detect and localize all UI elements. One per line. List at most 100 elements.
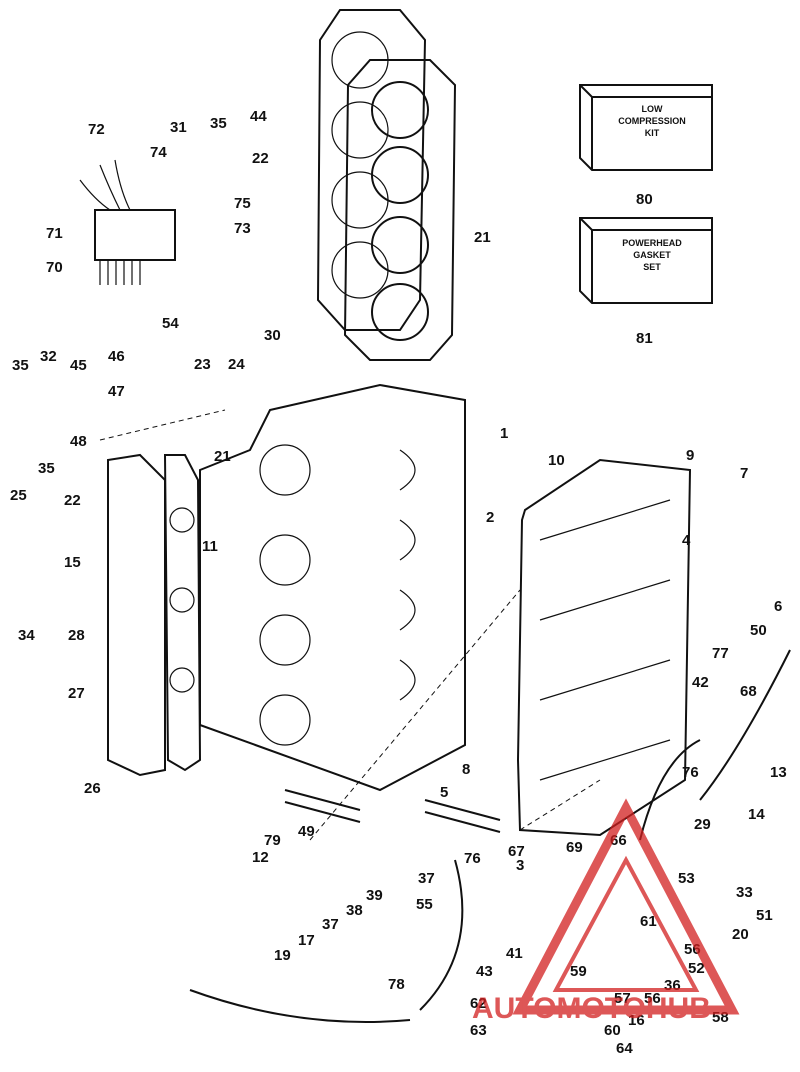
low-compression-kit-box: LOW COMPRESSION KIT xyxy=(579,84,713,171)
part-label: 35 xyxy=(38,460,55,477)
power-pack-module xyxy=(79,159,176,285)
part-label: 76 xyxy=(682,764,699,781)
part-label: 50 xyxy=(750,622,767,639)
part-label: 28 xyxy=(68,627,85,644)
part-label: 37 xyxy=(322,916,339,933)
part-label: 6 xyxy=(774,598,782,615)
part-label: 77 xyxy=(712,645,729,662)
kit-box-line: COMPRESSION xyxy=(618,116,686,126)
crankcase xyxy=(516,458,692,837)
part-label: 43 xyxy=(476,963,493,980)
part-label: 76 xyxy=(464,850,481,867)
part-label: 31 xyxy=(170,119,187,136)
part-label: 21 xyxy=(214,448,231,465)
part-label: 22 xyxy=(252,150,269,167)
part-label: 44 xyxy=(250,108,267,125)
part-label: 5 xyxy=(440,784,448,801)
part-label: 8 xyxy=(462,761,470,778)
part-label: 23 xyxy=(194,356,211,373)
part-label: 4 xyxy=(682,532,691,549)
part-label: 64 xyxy=(616,1040,633,1057)
part-label: 25 xyxy=(10,487,27,504)
part-label: 60 xyxy=(604,1022,621,1039)
part-label: 62 xyxy=(470,995,487,1012)
part-label: 49 xyxy=(298,823,315,840)
part-label: 30 xyxy=(264,327,281,344)
part-label: 73 xyxy=(234,220,251,237)
kit-box-line: LOW xyxy=(642,104,663,114)
part-label: 55 xyxy=(416,896,433,913)
part-label: 79 xyxy=(264,832,281,849)
kit-box-line: SET xyxy=(643,262,661,272)
part-label: 21 xyxy=(474,229,491,246)
part-label: 42 xyxy=(692,674,709,691)
part-label: 35 xyxy=(12,357,29,374)
side-gasket xyxy=(163,454,202,772)
part-label: 11 xyxy=(202,538,218,555)
part-label: 41 xyxy=(506,945,523,962)
part-labels: 1 2 3 4 5 6 7 8 9 10 11 12 13 14 15 16 1… xyxy=(10,108,787,1057)
part-label: 9 xyxy=(686,447,694,464)
part-label: 57 xyxy=(614,990,631,1007)
part-label: 80 xyxy=(636,191,653,208)
side-cover xyxy=(107,453,166,777)
part-label: 34 xyxy=(18,627,35,644)
part-label: 38 xyxy=(346,902,363,919)
part-label: 61 xyxy=(640,913,657,930)
part-label: 14 xyxy=(748,806,765,823)
part-label: 19 xyxy=(274,947,291,964)
part-label: 33 xyxy=(736,884,753,901)
part-label: 59 xyxy=(570,963,587,980)
part-label: 48 xyxy=(70,433,87,450)
part-label: 45 xyxy=(70,357,87,374)
hoses xyxy=(189,649,791,1023)
part-label: 71 xyxy=(46,225,63,242)
part-label: 26 xyxy=(84,780,101,797)
cylinder-block xyxy=(199,383,466,792)
part-label: 56 xyxy=(644,990,661,1007)
part-label: 10 xyxy=(548,452,565,469)
kit-box-line: KIT xyxy=(645,128,660,138)
part-label: 29 xyxy=(694,816,711,833)
part-label: 37 xyxy=(418,870,435,887)
part-label: 24 xyxy=(228,356,245,373)
part-label: 7 xyxy=(740,465,748,482)
part-label: 75 xyxy=(234,195,251,212)
part-label: 27 xyxy=(68,685,85,702)
part-label: 54 xyxy=(162,315,179,332)
part-label: 52 xyxy=(688,960,705,977)
kit-box-line: GASKET xyxy=(633,250,671,260)
powerhead-gasket-set-box: POWERHEAD GASKET SET xyxy=(579,217,713,304)
kit-box-line: POWERHEAD xyxy=(622,238,682,248)
part-label: 67 xyxy=(508,843,525,860)
part-label: 72 xyxy=(88,121,105,138)
head-gasket xyxy=(343,59,457,361)
part-label: 47 xyxy=(108,383,125,400)
watermark-text: AUTOMOTOHUB xyxy=(472,992,711,1025)
part-label: 17 xyxy=(298,932,315,949)
part-label: 63 xyxy=(470,1022,487,1039)
part-label: 70 xyxy=(46,259,63,276)
part-label: 1 xyxy=(500,425,508,442)
part-label: 81 xyxy=(636,330,653,347)
part-label: 16 xyxy=(628,1012,645,1029)
part-label: 68 xyxy=(740,683,757,700)
watermark-logo: AUTOMOTOHUB xyxy=(472,798,740,1025)
part-label: 12 xyxy=(252,849,269,866)
part-label: 22 xyxy=(64,492,81,509)
part-label: 46 xyxy=(108,348,125,365)
part-label: 20 xyxy=(732,926,749,943)
part-label: 78 xyxy=(388,976,405,993)
part-label: 53 xyxy=(678,870,695,887)
part-label: 39 xyxy=(366,887,383,904)
alignment-lines xyxy=(99,409,601,841)
part-label: 13 xyxy=(770,764,787,781)
part-label: 51 xyxy=(756,907,773,924)
part-label: 74 xyxy=(150,144,167,161)
part-label: 3 xyxy=(516,857,524,874)
part-label: 2 xyxy=(486,509,494,526)
part-label: 35 xyxy=(210,115,227,132)
part-label: 69 xyxy=(566,839,583,856)
part-label: 15 xyxy=(64,554,81,571)
